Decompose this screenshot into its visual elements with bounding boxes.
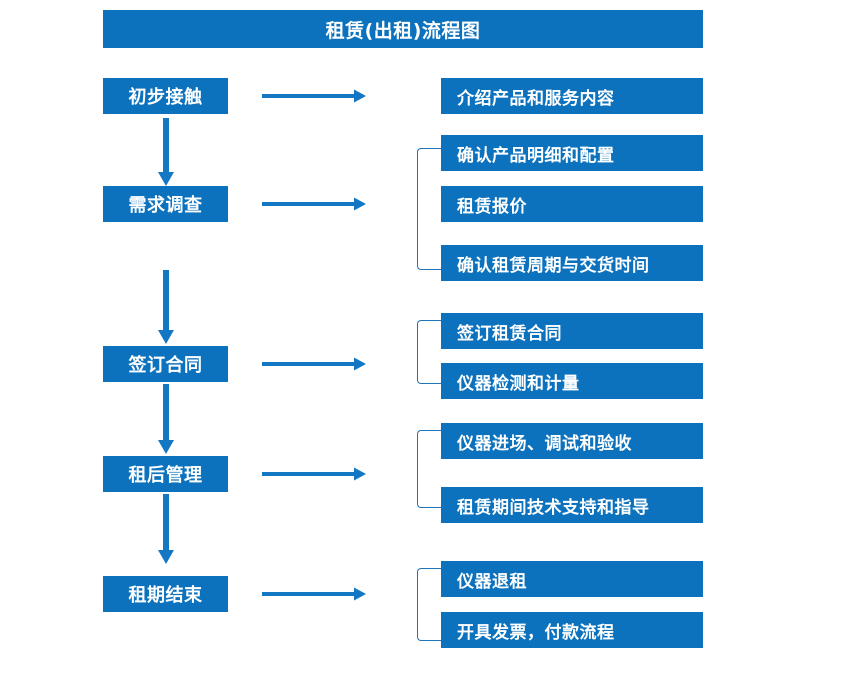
- stage-box-1[interactable]: 初步接触: [103, 78, 228, 114]
- detail-box-5-2[interactable]: 开具发票，付款流程: [441, 612, 703, 648]
- detail-box-1-1[interactable]: 介绍产品和服务内容: [441, 78, 703, 114]
- vertical-arrow-1: [158, 118, 174, 186]
- detail-box-2-1[interactable]: 确认产品明细和配置: [441, 135, 703, 171]
- detail-box-5-1[interactable]: 仪器退租: [441, 561, 703, 597]
- vertical-arrow-3: [158, 384, 174, 454]
- detail-box-4-2[interactable]: 租赁期间技术支持和指导: [441, 487, 703, 523]
- vertical-arrow-4: [158, 494, 174, 564]
- stage-box-3[interactable]: 签订合同: [103, 346, 228, 382]
- vertical-arrow-2: [158, 270, 174, 344]
- detail-box-2-3[interactable]: 确认租赁周期与交货时间: [441, 245, 703, 281]
- detail-box-3-2[interactable]: 仪器检测和计量: [441, 363, 703, 399]
- group-bracket-4: [417, 430, 441, 508]
- stage-box-5[interactable]: 租期结束: [103, 576, 228, 612]
- group-bracket-2: [417, 148, 441, 270]
- group-bracket-3: [417, 320, 441, 384]
- group-bracket-5: [417, 568, 441, 641]
- horizontal-arrow-2: [262, 196, 366, 212]
- detail-box-4-1[interactable]: 仪器进场、调试和验收: [441, 423, 703, 459]
- horizontal-arrow-4: [262, 466, 366, 482]
- horizontal-arrow-5: [262, 586, 366, 602]
- stage-box-2[interactable]: 需求调查: [103, 186, 228, 222]
- stage-box-4[interactable]: 租后管理: [103, 456, 228, 492]
- detail-box-3-1[interactable]: 签订租赁合同: [441, 313, 703, 349]
- horizontal-arrow-1: [262, 88, 366, 104]
- horizontal-arrow-3: [262, 356, 366, 372]
- detail-box-2-2[interactable]: 租赁报价: [441, 186, 703, 222]
- flowchart-title-banner: 租赁(出租)流程图: [103, 10, 703, 48]
